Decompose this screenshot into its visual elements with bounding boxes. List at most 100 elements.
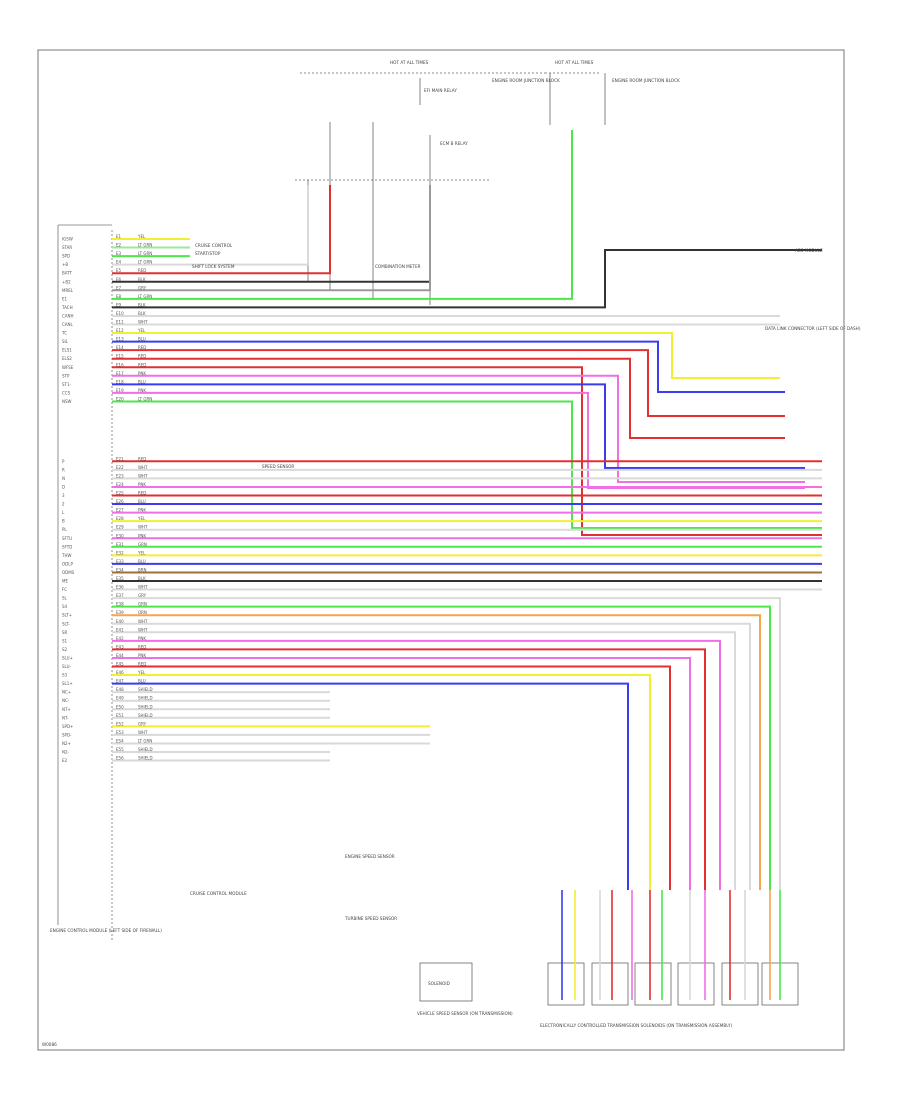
pin-term: E18 [116,379,124,384]
pin-term: E34 [116,567,124,572]
solenoid-2 [591,962,629,1006]
solenoid-4 [677,962,715,1006]
pin-term: E31 [116,542,124,547]
pin-term: E4 [116,260,122,265]
wire-STP [112,374,805,483]
pin-name: E1 [62,296,68,301]
wire-code: ORN [138,610,147,615]
solenoid-5 [721,962,759,1006]
pin-term: E21 [116,456,124,461]
pin-name: ODMS [62,570,75,575]
wire-SLT+ [112,614,761,890]
footer-code: W0086 [42,1042,57,1047]
pin-name: P [62,459,65,464]
pin-term: E41 [116,627,124,632]
pin-term: E44 [116,653,124,658]
wire-S4 [112,605,771,890]
pin-term: E5 [116,268,122,273]
wire-code: BLU [138,337,146,342]
wire-code: BLU [138,679,146,684]
pin-name: NSW [62,399,72,404]
pin-name: SFTU [62,536,72,541]
pin-name: TACH [61,305,73,310]
wire-code: YEL [137,550,146,555]
pin-name: N2- [62,750,70,755]
pin-name: STAR [62,245,72,250]
wire-code: YEL [137,670,146,675]
pin-name: ODLP [62,561,73,566]
abs-label: ABS MODULE [795,248,823,253]
pin-name: PL [62,527,67,532]
solenoid-1 [547,962,585,1006]
wire-code: PNK [138,508,146,513]
pin-name: SPD+ [62,724,73,729]
pin-term: E49 [116,696,124,701]
wire-code: LT GRN [138,294,152,299]
hot-at-all-times-left: HOT AT ALL TIMES [390,60,429,65]
wire-MREL [112,185,431,292]
wire-code: GRY [138,285,147,290]
wire-code: PNK [138,388,146,393]
note-combination-meter: COMBINATION METER [375,264,421,269]
pin-name: SLT- [62,621,70,626]
wire-code: BLU [138,379,146,384]
wire-SLU+ [112,656,691,890]
pin-term: E3 [116,251,122,256]
wire-SL [112,597,781,890]
wire-code: GRY [138,593,147,598]
pin-term: E6 [116,277,122,282]
pin-name: S3 [62,673,68,678]
wire-BATT [112,185,331,275]
pin-term: E35 [116,576,124,581]
pin-term: E7 [116,285,122,290]
wire-code: RED [138,662,146,667]
pin-name: NT- [62,715,69,720]
wire-code: GRY [138,721,147,726]
pin-name: CANH [62,313,74,318]
wire-code: RED [138,345,146,350]
pin-name: 2 [62,502,65,507]
solenoid-3 [634,962,672,1006]
pin-term: E10 [116,311,124,316]
pin-term: E52 [116,721,124,726]
wire-code: PNK [138,482,146,487]
pin-name: SR [62,630,68,635]
wire-TC [112,332,780,379]
pin-term: E25 [116,491,124,496]
solenoid-boxes [547,890,799,1006]
pin-name: ELS2 [62,356,72,361]
pin-name: NC- [62,698,70,703]
wire-code: SHIELD [138,756,153,761]
wire-code: BLU [138,499,146,504]
pin-name: +B [62,262,68,267]
pin-name: STP [62,373,70,378]
wire-harness [112,130,822,890]
wire-code: WHT [138,465,148,470]
wire-code: PNK [138,636,146,641]
pin-term: E8 [116,294,122,299]
pin-term: E37 [116,593,124,598]
pin-name: SLU+ [62,655,73,660]
wire-code: WHT [138,473,148,478]
pin-term: E2 [116,243,122,248]
pin-name: 3 [62,493,65,498]
wire-code: BLK [138,576,146,581]
dlc-label: DATA LINK CONNECTOR (LEFT SIDE OF DASH) [765,326,861,331]
pin-term: E9 [116,302,122,307]
pin-term: E15 [116,354,124,359]
wire-SLT- [112,622,751,890]
pin-term: E16 [116,362,124,367]
pin-term: E14 [116,345,124,350]
pin-term: E39 [116,610,124,615]
pin-name: E2 [62,758,68,763]
pin-name: NT+ [62,707,71,712]
pin-term: E19 [116,388,124,393]
pin-term: E53 [116,730,124,735]
wire-code: SHIELD [138,704,153,709]
wire-ELS2 [112,357,785,439]
wire-SR [112,631,736,890]
ecm-b-relay-label: ECM B RELAY [440,141,468,146]
pin-term: E24 [116,482,124,487]
